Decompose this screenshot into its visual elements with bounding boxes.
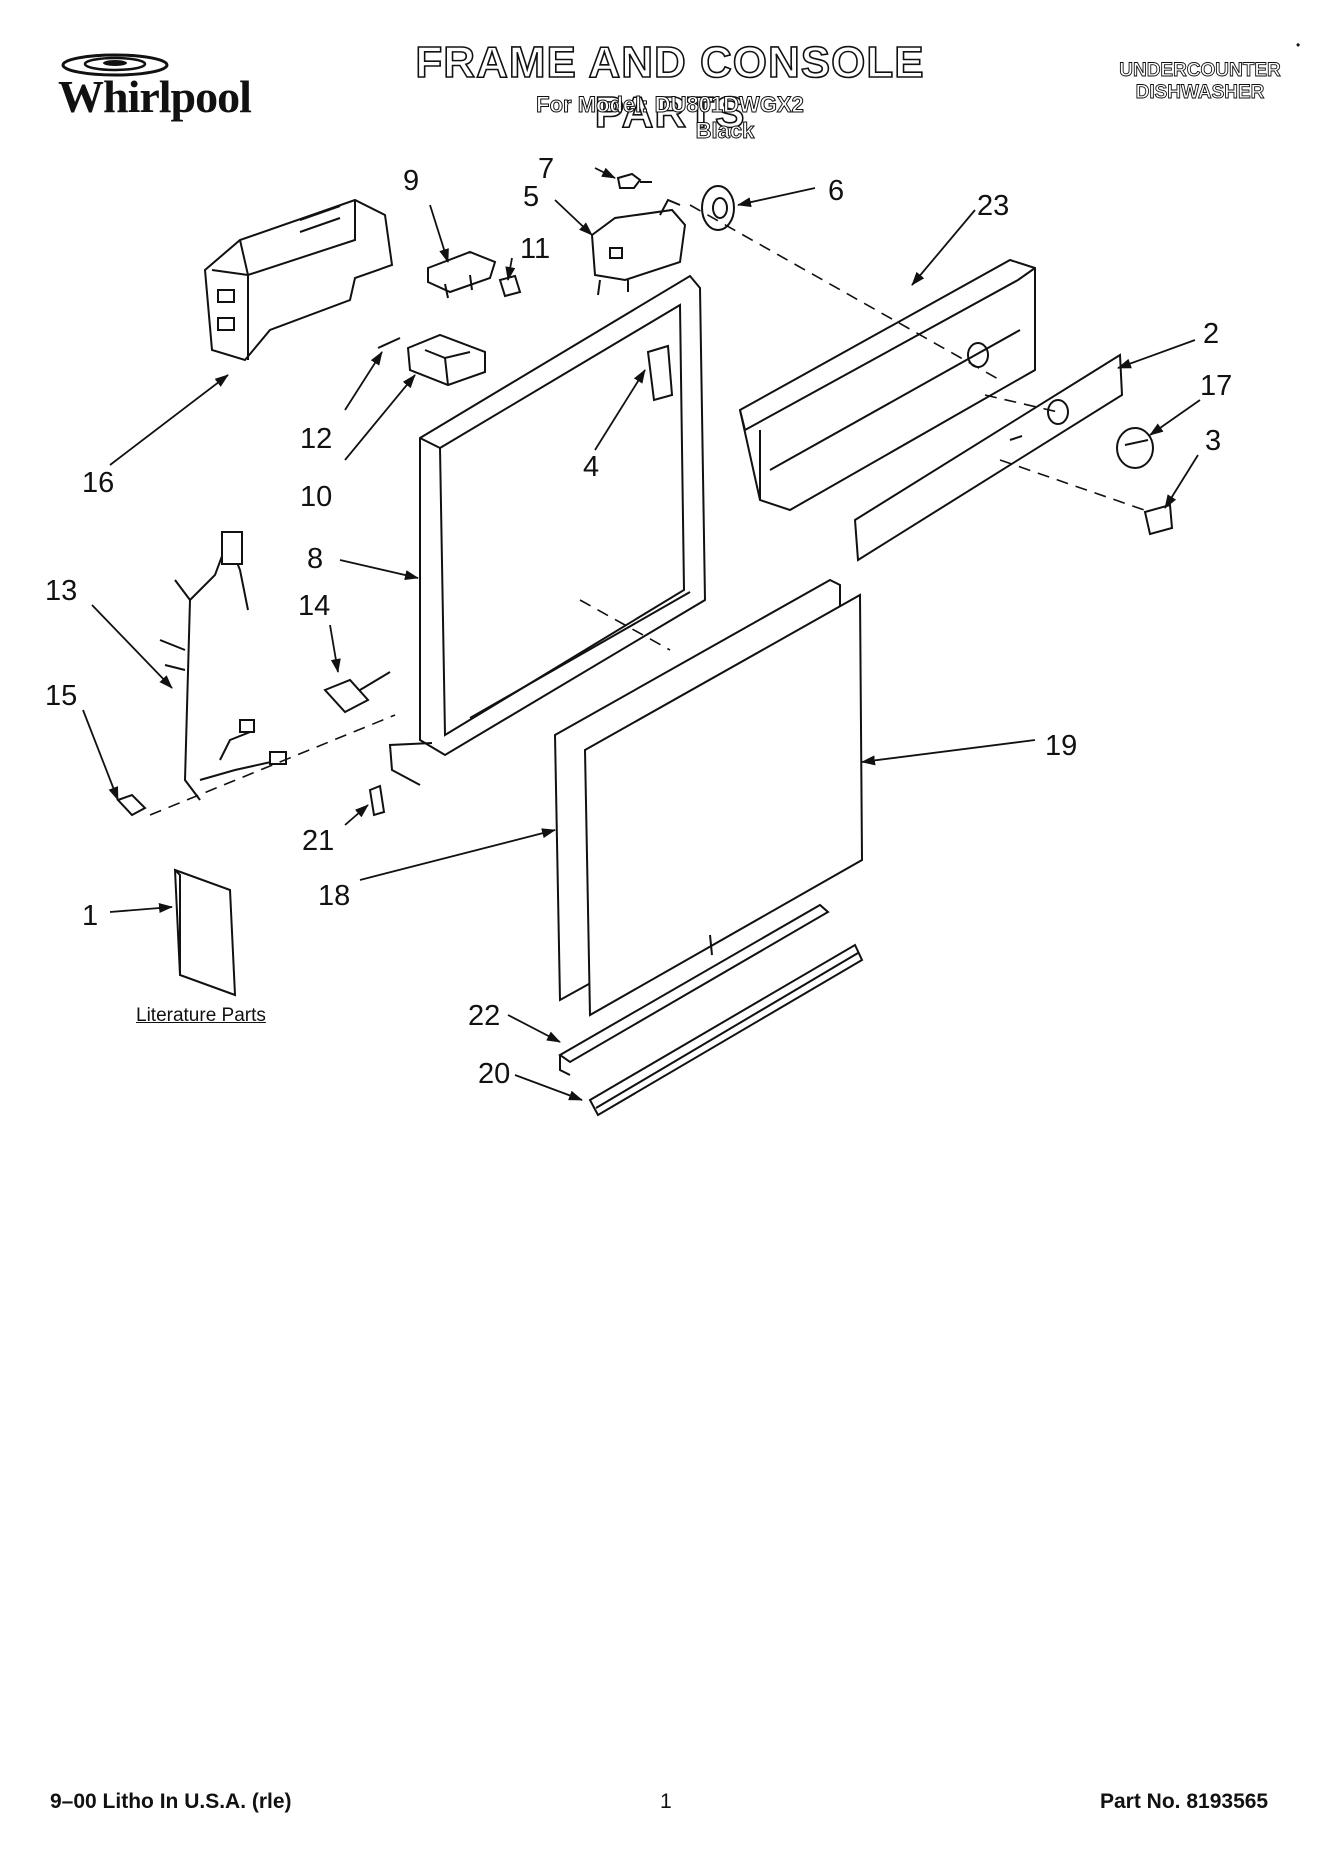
corner-mark: •: [1296, 38, 1301, 52]
part-15-screw: [116, 793, 147, 817]
part-8-door-frame: [388, 274, 707, 786]
callout-4: 4: [583, 451, 599, 483]
part-13-wire-harness: [159, 531, 287, 801]
callout-numbers: 1 2 3 4 5 6 7 8 9 10 11 12 13 14 15 16 1…: [45, 153, 1232, 1090]
part-19-door-panel-front: [583, 593, 864, 1017]
callout-23: 23: [977, 190, 1009, 222]
callout-5: 5: [523, 181, 539, 213]
callout-14: 14: [298, 590, 330, 622]
part-1-literature: [173, 868, 237, 997]
callout-22: 22: [468, 1000, 500, 1032]
callout-12: 12: [300, 423, 332, 455]
part-6-timer-dial: [701, 185, 735, 231]
callout-17: 17: [1200, 370, 1232, 402]
part-12-spacer: [377, 337, 401, 349]
part-11-switch: [498, 274, 522, 298]
part-17-knob: [1116, 427, 1154, 469]
footer-part-number: Part No. 8193565: [1100, 1790, 1269, 1813]
model-line: For Model: DU801DWGX2: [536, 92, 805, 118]
footer-litho: 9–00 Litho In U.S.A. (rle): [50, 1790, 292, 1813]
callout-18: 18: [318, 880, 350, 912]
callout-2: 2: [1203, 318, 1219, 350]
part-14-connector: [323, 671, 391, 714]
callout-9: 9: [403, 165, 419, 197]
part-21-clip: [368, 784, 386, 817]
callout-19: 19: [1045, 730, 1077, 762]
callout-21: 21: [302, 825, 334, 857]
part-5-timer: [590, 198, 687, 296]
callout-15: 15: [45, 680, 77, 712]
part-20-trim-handle: [588, 943, 864, 1117]
part-10-switch-holder: [406, 333, 486, 387]
part-9-switch-bracket: [427, 250, 497, 299]
callout-6: 6: [828, 175, 844, 207]
logo-swirl-icon: [61, 53, 169, 77]
part-3-button: [1143, 503, 1174, 536]
callout-10: 10: [300, 481, 332, 513]
part-23-console: [738, 258, 1036, 512]
callout-13: 13: [45, 575, 77, 607]
category-line-2: DISHWASHER: [1135, 82, 1265, 104]
color-variant: Black: [695, 118, 755, 144]
category-line-1: UNDERCOUNTER: [1119, 60, 1281, 82]
part-4-bracket: [646, 344, 674, 402]
whirlpool-logo: Whirlpool: [58, 48, 273, 128]
brand-name: Whirlpool: [58, 71, 252, 122]
callout-7: 7: [538, 153, 554, 185]
page-title: FRAME AND CONSOLE PARTS: [415, 37, 925, 138]
assembly-lines: [149, 204, 1151, 816]
literature-parts-label: Literature Parts: [136, 1005, 266, 1026]
callout-8: 8: [307, 543, 323, 575]
callout-11: 11: [520, 233, 550, 265]
callout-1: 1: [82, 900, 98, 932]
part-2-console-overlay: [853, 353, 1124, 562]
callout-16: 16: [82, 467, 114, 499]
footer-page-number: 1: [660, 1790, 672, 1813]
callout-3: 3: [1205, 425, 1221, 457]
part-22-trim-strip: [558, 903, 830, 1076]
callout-20: 20: [478, 1058, 510, 1090]
part-16-control-housing: [203, 198, 394, 362]
part-7-screw: [616, 172, 652, 189]
leader-arrows: [82, 167, 1201, 1101]
